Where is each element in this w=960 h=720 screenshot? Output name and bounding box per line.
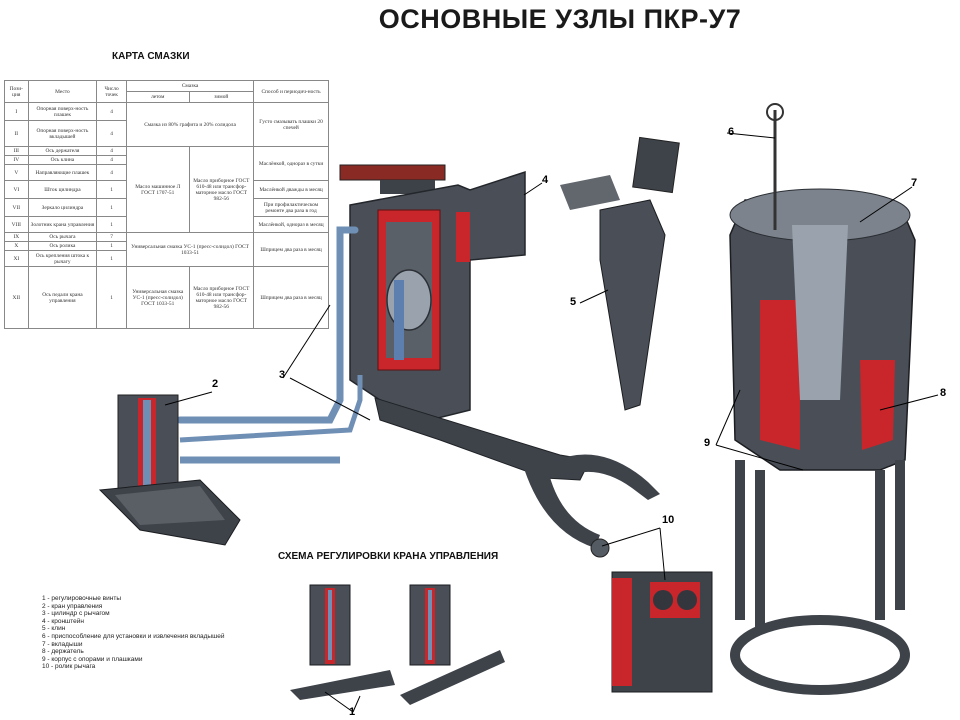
callout-5: 5 (570, 296, 577, 308)
row-pos: XII (4, 266, 29, 329)
roller-assembly (611, 571, 713, 693)
page-title: ОСНОВНЫЕ УЗЛЫ ПКР-У7 (378, 4, 742, 34)
legend-item: 1 - регулировочные винты (42, 595, 121, 602)
callout-7: 7 (911, 177, 918, 189)
row-count: 4 (96, 120, 127, 147)
legend-item: 3 - цилиндр с рычагом (42, 610, 110, 618)
method-d: Шприцем два раза в месяц (253, 266, 329, 329)
control-valve-assembly (98, 394, 241, 546)
legend-item: 4 - кронштейн (42, 617, 85, 625)
callout-3: 3 (279, 369, 286, 381)
callout-6: 6 (728, 126, 735, 138)
legend-item: 10 - ролик рычага (42, 663, 96, 671)
method-a: Густо смазывать плашки 20 спечей (253, 102, 329, 147)
legend-item: 5 - клин (42, 625, 66, 633)
callout-2: 2 (212, 378, 219, 390)
leader-lines (164, 132, 939, 713)
callout-4: 4 (542, 174, 549, 186)
callout-9: 9 (704, 437, 711, 449)
lubrication-card-title: КАРТА СМАЗКИ (112, 51, 190, 62)
parts-legend: 1 - регулировочные винты 2 - кран управл… (42, 595, 225, 671)
legend-item: 9 - корпус с опорами и плашками (42, 655, 143, 663)
bracket-assembly (176, 164, 660, 558)
adjustment-scheme-title: СХЕМА РЕГУЛИРОВКИ КРАНА УПРАВЛЕНИЯ (278, 551, 499, 562)
callout-1: 1 (349, 706, 356, 718)
legend-item: 7 - вкладыши (42, 640, 83, 648)
lubrication-table: Пози-ция Место Число точек Смазка Способ… (4, 80, 329, 329)
body-assembly (729, 103, 916, 695)
legend-item: 6 - приспособление для установки и извле… (42, 632, 225, 640)
lubricant-d-summer: Универсальная смазка УС-1 (пресс-солидол… (125, 266, 190, 329)
row-place: Ось педали крана управления (27, 266, 98, 329)
method-c: Шприцем два раза в месяц (253, 232, 329, 267)
lubricant-b-winter: Масло приборное ГОСТ 610-48 или трансфор… (188, 146, 255, 233)
adjustment-scheme (290, 584, 505, 705)
callout-8: 8 (940, 387, 947, 399)
legend-item: 8 - держатель (42, 648, 84, 656)
legend-item: 2 - кран управления (42, 602, 103, 610)
wedge-assembly (560, 136, 680, 411)
row-place: Опорная поверх-ность вкладышей (27, 120, 98, 147)
row-count: 1 (96, 266, 127, 329)
callout-10: 10 (662, 514, 675, 526)
lubricant-a: Смазка из 80% графита и 20% солидола (125, 102, 255, 147)
